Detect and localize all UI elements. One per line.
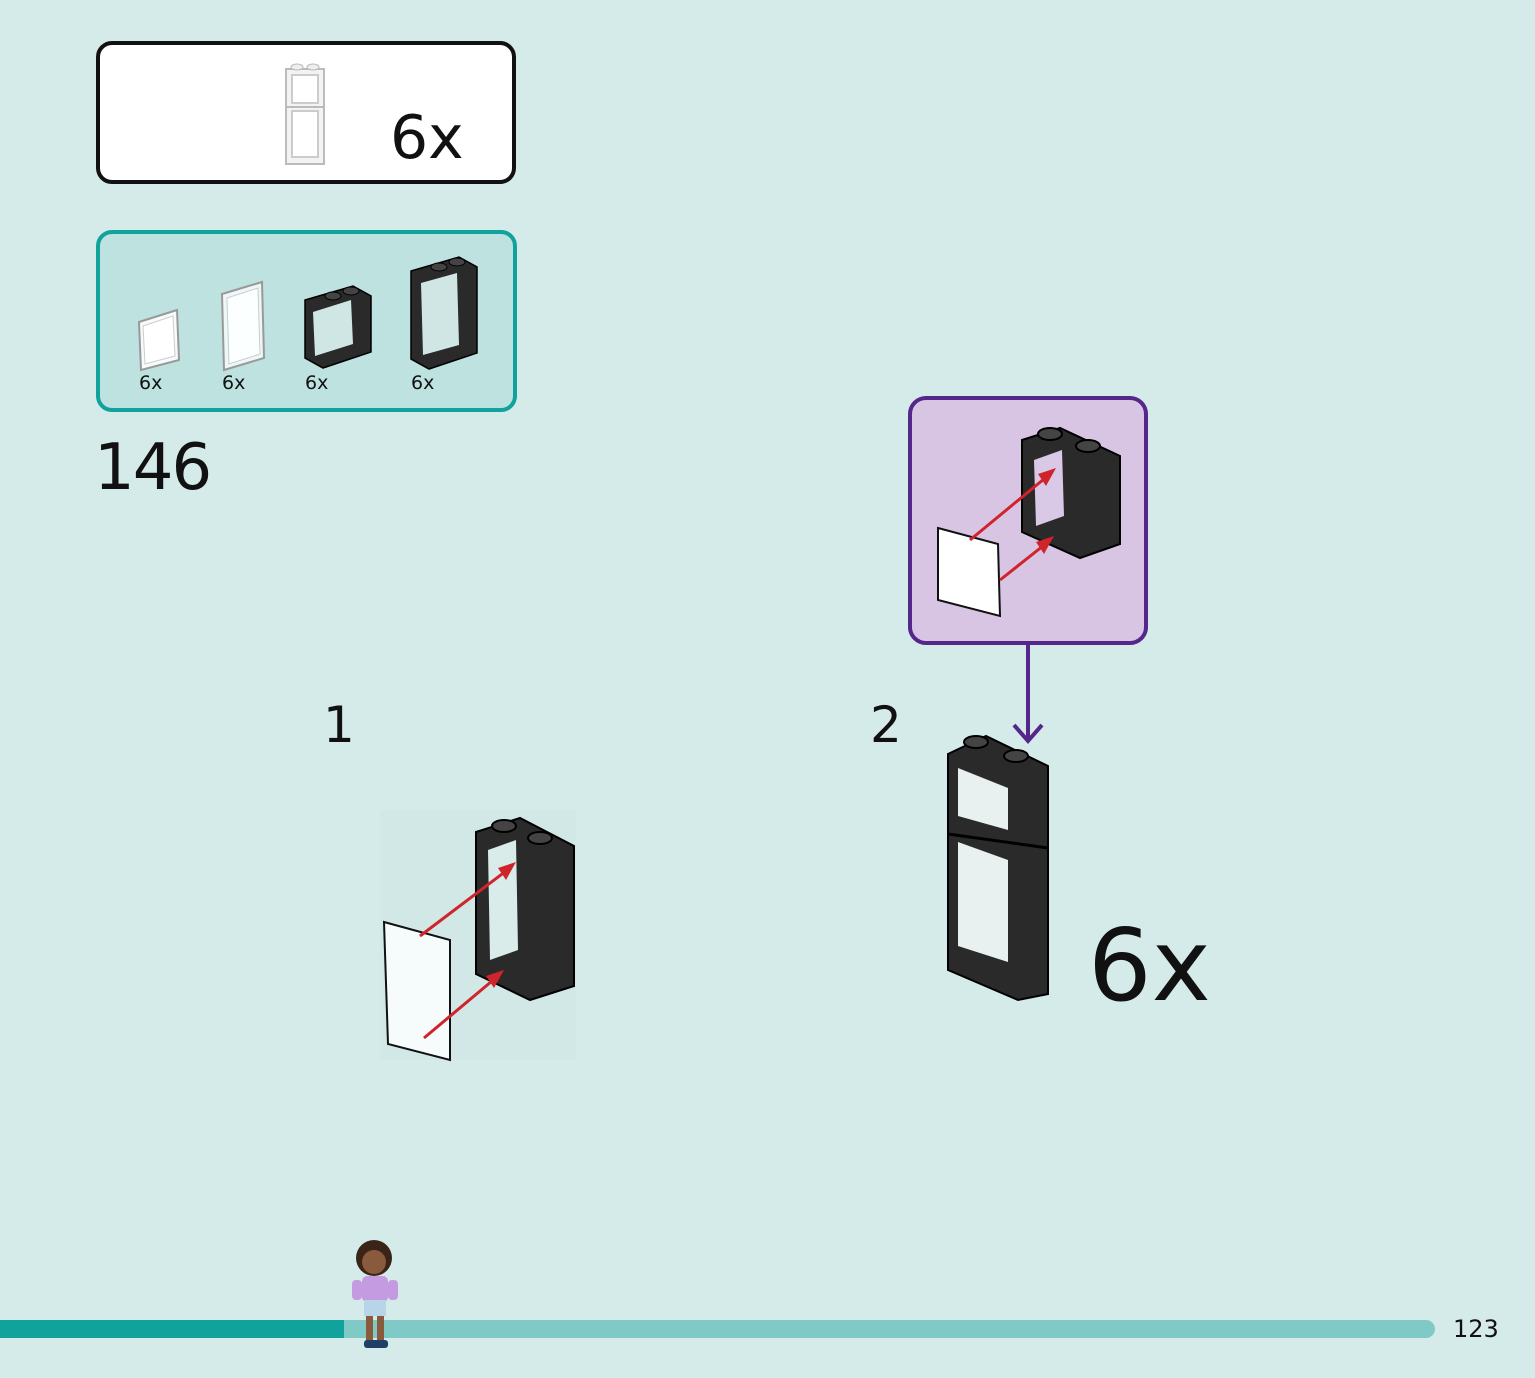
callout-illustration (937, 426, 1121, 618)
callout-arrow (1012, 645, 1044, 745)
progress-fill (0, 1320, 345, 1338)
substep-2-illustration (947, 734, 1049, 1002)
part-quantity: 6x (222, 372, 246, 394)
glass-pane-tall-icon (220, 280, 266, 372)
page-number: 123 (1453, 1315, 1499, 1343)
substep-number: 1 (323, 696, 355, 754)
submodel-box (96, 41, 516, 184)
substep-quantity: 6x (1088, 907, 1211, 1024)
part-quantity: 6x (411, 372, 435, 394)
glass-pane-small-icon (137, 308, 181, 372)
step-number: 146 (94, 431, 212, 505)
substep-1-illustration (380, 810, 576, 1062)
submodel-quantity: 6x (390, 103, 464, 173)
window-frame-tall-icon (410, 256, 478, 370)
substep-number: 2 (870, 696, 902, 754)
part-quantity: 6x (139, 372, 163, 394)
progress-track (0, 1320, 1435, 1338)
stacked-window-icon (285, 63, 325, 165)
part-quantity: 6x (305, 372, 329, 394)
window-frame-small-icon (304, 285, 372, 369)
minifigure-icon (352, 1240, 398, 1348)
